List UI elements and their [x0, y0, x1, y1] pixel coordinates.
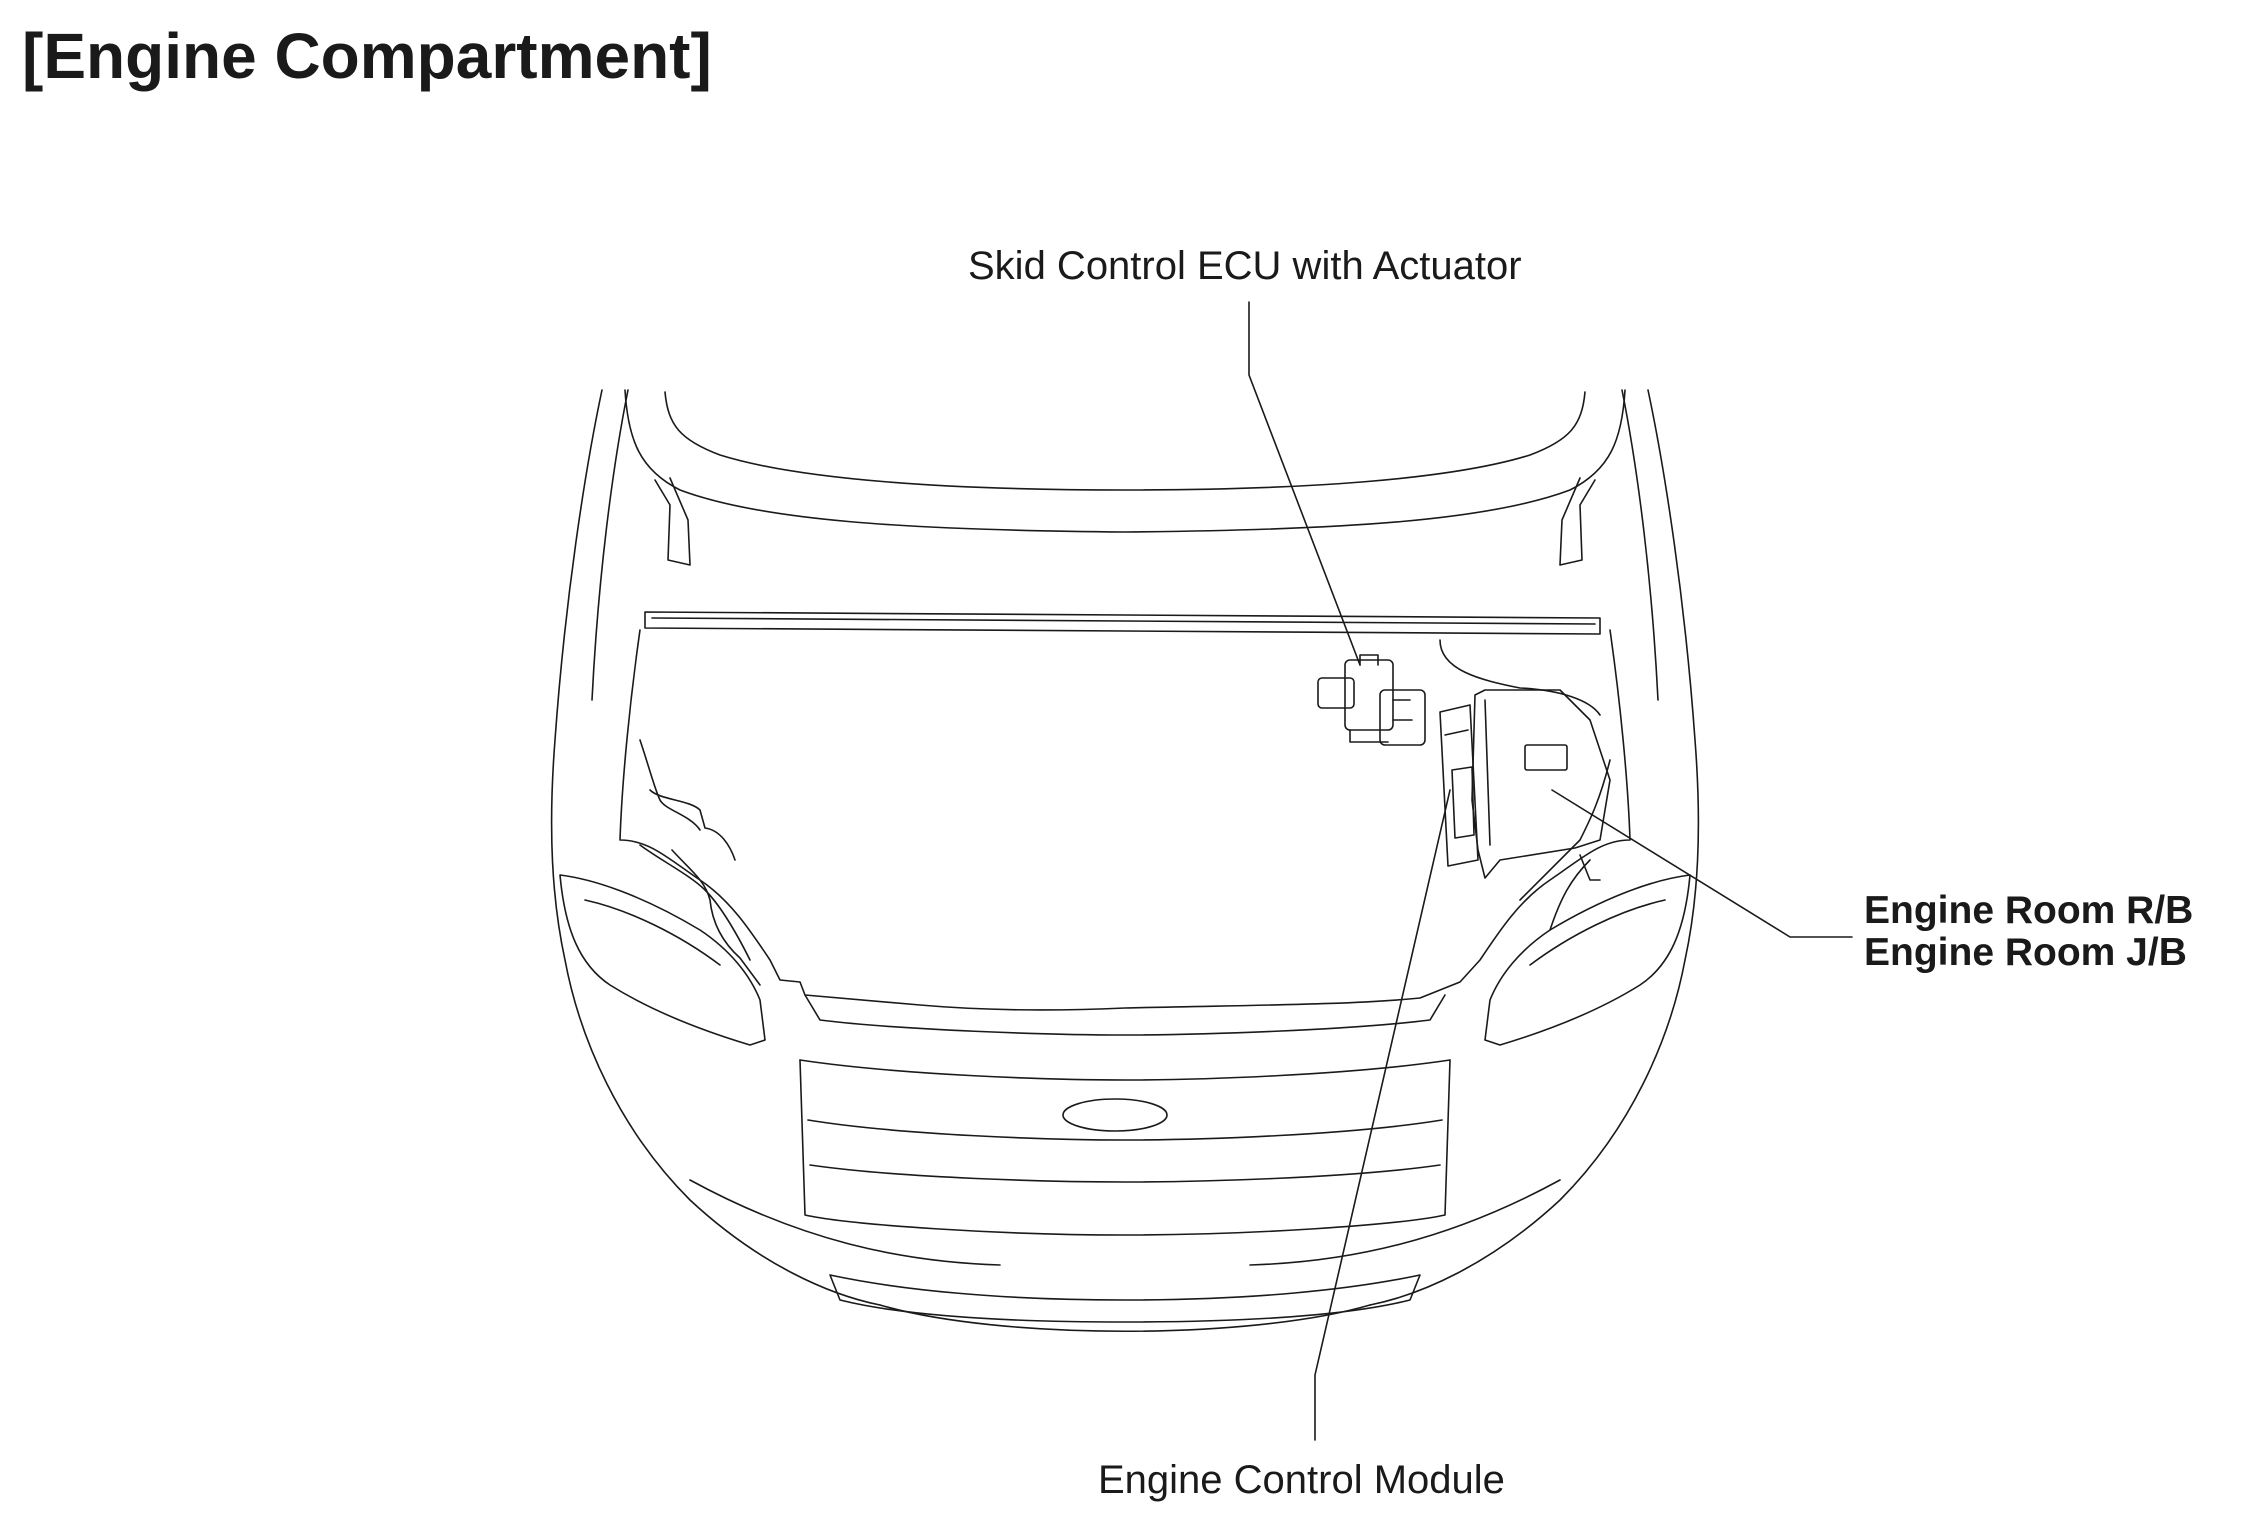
leader-line-engine-control-module — [1314, 789, 1451, 1441]
leader-line-skid-control — [1248, 301, 1361, 666]
engine-control-module-label: Engine Control Module — [1098, 1458, 1505, 1502]
skid-control-ecu-component — [1317, 654, 1426, 746]
leader-lines — [1248, 301, 1853, 1441]
hood — [624, 389, 1626, 566]
engine-room-jb-label: Engine Room J/B — [1864, 931, 2187, 974]
cowl-bar — [644, 611, 1601, 635]
engine-control-module-component — [1439, 704, 1479, 867]
left-headlight — [559, 874, 766, 1046]
skid-control-ecu-label: Skid Control ECU with Actuator — [968, 244, 1522, 288]
engine-bay — [619, 629, 1631, 1011]
engine-room-rb-label: Engine Room R/B — [1864, 889, 2194, 932]
leader-line-engine-room — [1551, 789, 1853, 938]
emblem-icon — [1062, 1098, 1168, 1132]
engine-room-block-component — [1439, 639, 1611, 881]
vehicle-body — [550, 389, 1700, 1333]
grille — [799, 994, 1451, 1323]
engine-room-block-label: Engine Room R/B Engine Room J/B — [1864, 890, 2193, 974]
right-headlight — [1484, 874, 1691, 1046]
page-title: [Engine Compartment] — [22, 20, 712, 92]
